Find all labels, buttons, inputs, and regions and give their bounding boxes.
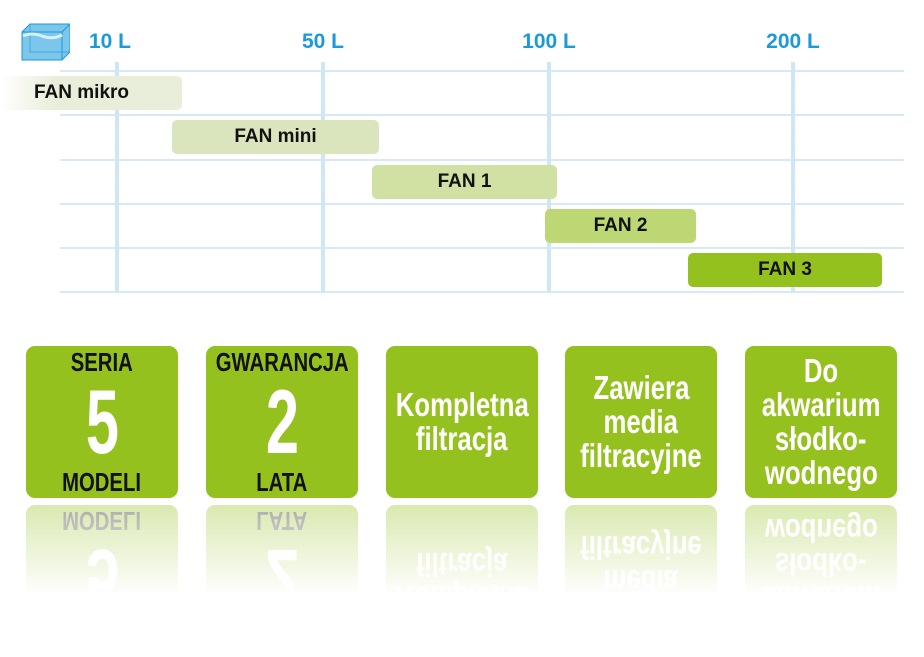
tile-number: 2 — [265, 371, 299, 473]
gridline — [60, 159, 904, 161]
tile-line: Do — [803, 614, 839, 651]
model-label: FAN 2 — [593, 215, 648, 236]
tile-line: Zawiera — [593, 597, 689, 634]
tile-number: 5 — [85, 371, 119, 473]
model-bar-fan-3: FAN 3 — [688, 253, 882, 287]
tile-top: SERIA — [71, 347, 133, 377]
tile-line: Zawiera — [593, 369, 689, 406]
gridline — [60, 203, 904, 205]
tile-line: słodko- — [775, 420, 867, 457]
tile-bottom: MODELI — [62, 467, 142, 497]
gridline — [60, 247, 904, 249]
tile-line: wodnego — [764, 454, 878, 491]
tile-top: GWARANCJA — [215, 626, 349, 656]
tile-line: akwarium — [761, 386, 881, 423]
tile-line: akwarium — [761, 580, 881, 617]
gridline-vertical — [115, 62, 119, 292]
tile-line: filtracyjne — [580, 437, 702, 474]
aquarium-icon — [20, 22, 71, 62]
axis-label-100l: 100 L — [522, 30, 576, 53]
tile-line: filtracja — [416, 420, 508, 457]
tile-number: 2 — [265, 530, 299, 632]
tile-line: media — [603, 563, 679, 600]
gridline-vertical — [321, 62, 325, 292]
axis-label-10l: 10 L — [88, 30, 132, 53]
tile-number: 5 — [85, 530, 119, 632]
tile-line: filtracja — [416, 546, 508, 583]
gridline — [60, 114, 904, 116]
axis-label-200l: 200 L — [766, 30, 820, 53]
model-bar-fan-1: FAN 1 — [372, 165, 557, 199]
tile-line: Kompletna — [395, 386, 529, 423]
axis-label-50l: 50 L — [301, 30, 345, 53]
model-label: FAN 1 — [437, 171, 492, 192]
model-label: FAN 3 — [758, 259, 812, 280]
model-label: FAN mini — [234, 126, 317, 147]
tile-bottom: LATA — [256, 506, 308, 536]
tile-bottom: MODELI — [62, 506, 142, 536]
tile-top: GWARANCJA — [215, 347, 349, 377]
gridline-vertical — [791, 62, 795, 292]
model-bar-fan-mini: FAN mini — [172, 120, 379, 154]
tile-line: słodko- — [775, 546, 867, 583]
model-bar-fan-mikro: FAN mikro — [0, 76, 182, 110]
gridline — [60, 291, 904, 293]
tile-bottom: LATA — [256, 467, 308, 497]
tile-line: media — [603, 403, 679, 440]
tile-line: filtracyjne — [580, 529, 702, 566]
tile-line: wodnego — [764, 512, 878, 549]
gridline — [60, 70, 904, 72]
tile-line: Do — [803, 352, 839, 389]
tile-top: SERIA — [71, 626, 133, 656]
model-label: FAN mikro — [34, 82, 130, 103]
model-bar-fan-2: FAN 2 — [545, 209, 696, 243]
tile-line: Kompletna — [395, 580, 529, 617]
